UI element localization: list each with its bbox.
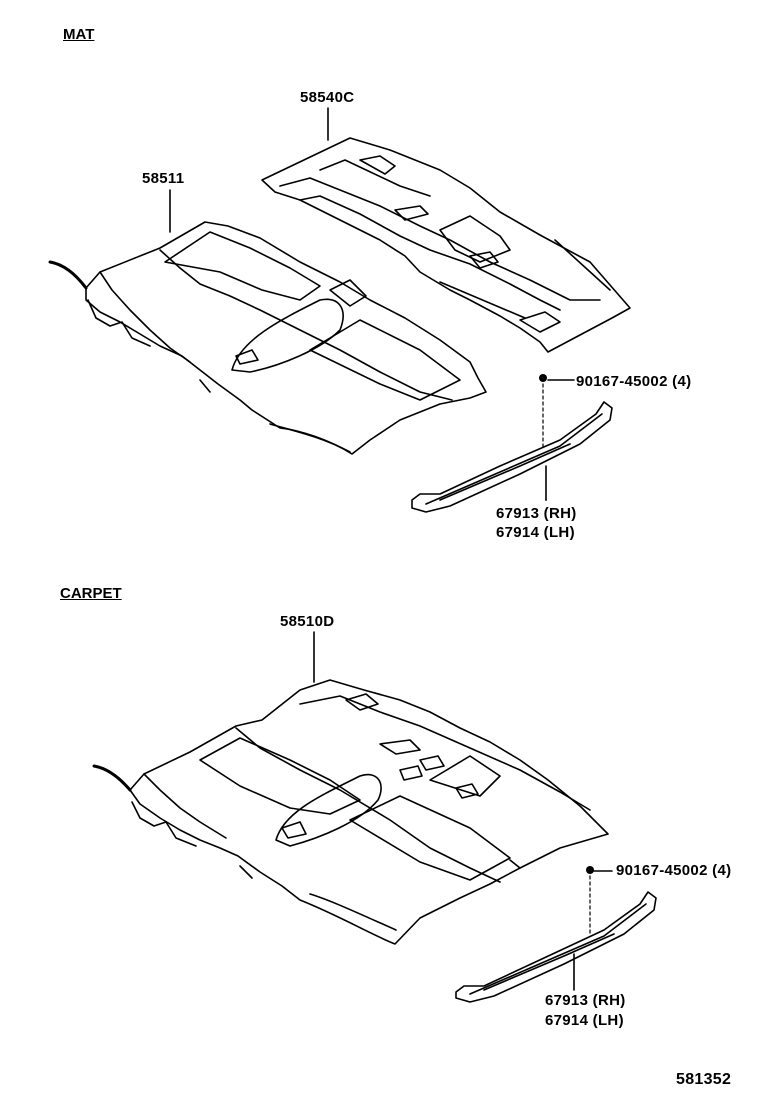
mat-scuff-plate-drawing	[411, 374, 613, 513]
part-label-carpet: 58510D	[280, 613, 335, 630]
part-label-carpet-scuff-rh: 67913 (RH)	[545, 992, 626, 1009]
part-label-carpet-clip: 90167-45002 (4)	[616, 862, 732, 879]
part-label-carpet-scuff-lh: 67914 (LH)	[545, 1012, 624, 1029]
section-title-mat: MAT	[63, 26, 95, 43]
part-label-rear-mat: 58540C	[300, 89, 355, 106]
rear-mat-drawing	[261, 107, 631, 353]
part-label-mat-scuff-lh: 67914 (LH)	[496, 524, 575, 541]
carpet-scuff-plate-drawing	[455, 866, 657, 1003]
part-label-front-mat: 58511	[142, 170, 185, 187]
carpet-drawing	[92, 631, 609, 945]
section-title-carpet: CARPET	[60, 585, 122, 602]
part-label-mat-scuff-rh: 67913 (RH)	[496, 505, 577, 522]
figure-number: 581352	[676, 1071, 732, 1088]
front-mat-drawing	[48, 189, 487, 455]
part-label-mat-clip: 90167-45002 (4)	[576, 373, 692, 390]
